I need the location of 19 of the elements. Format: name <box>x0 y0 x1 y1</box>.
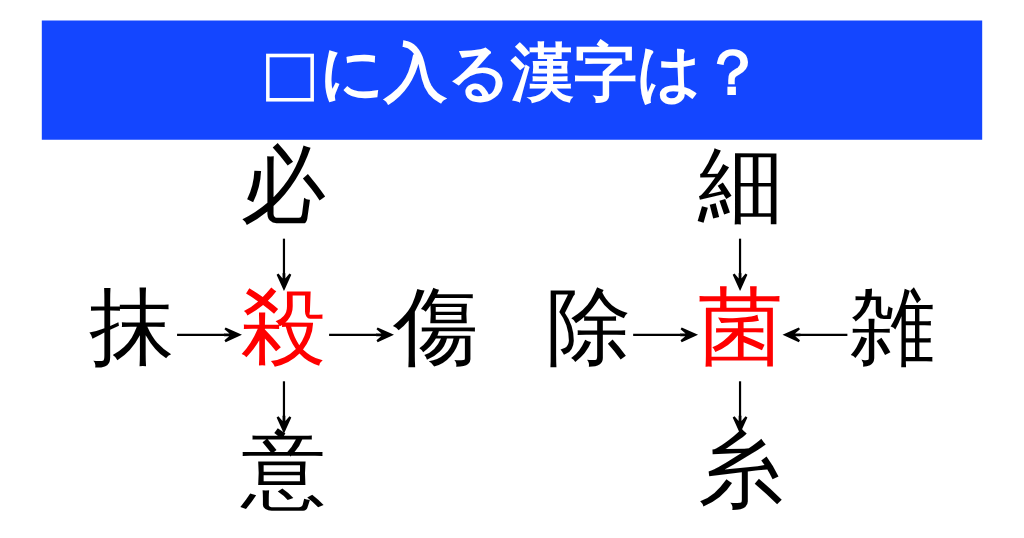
arrow <box>633 327 697 343</box>
node-text: 殺 <box>241 277 327 377</box>
arrow <box>784 327 848 343</box>
diagram-title: □に入る漢字は？ <box>260 36 764 110</box>
node-text: 意 <box>241 419 327 519</box>
node-text: 雑 <box>849 277 935 377</box>
node-text: 必 <box>241 134 327 234</box>
arrow <box>329 327 393 343</box>
arrow <box>276 238 292 290</box>
node-text: 除 <box>545 277 631 377</box>
node-text: 菌 <box>697 277 783 377</box>
node-text: 抹 <box>89 277 175 377</box>
arrow <box>732 238 748 290</box>
node-text: 細 <box>697 134 783 234</box>
arrow <box>276 381 292 433</box>
node-text: 糸 <box>697 419 783 519</box>
arrow <box>177 327 241 343</box>
node-text: 傷 <box>393 277 479 377</box>
arrow <box>732 381 748 433</box>
